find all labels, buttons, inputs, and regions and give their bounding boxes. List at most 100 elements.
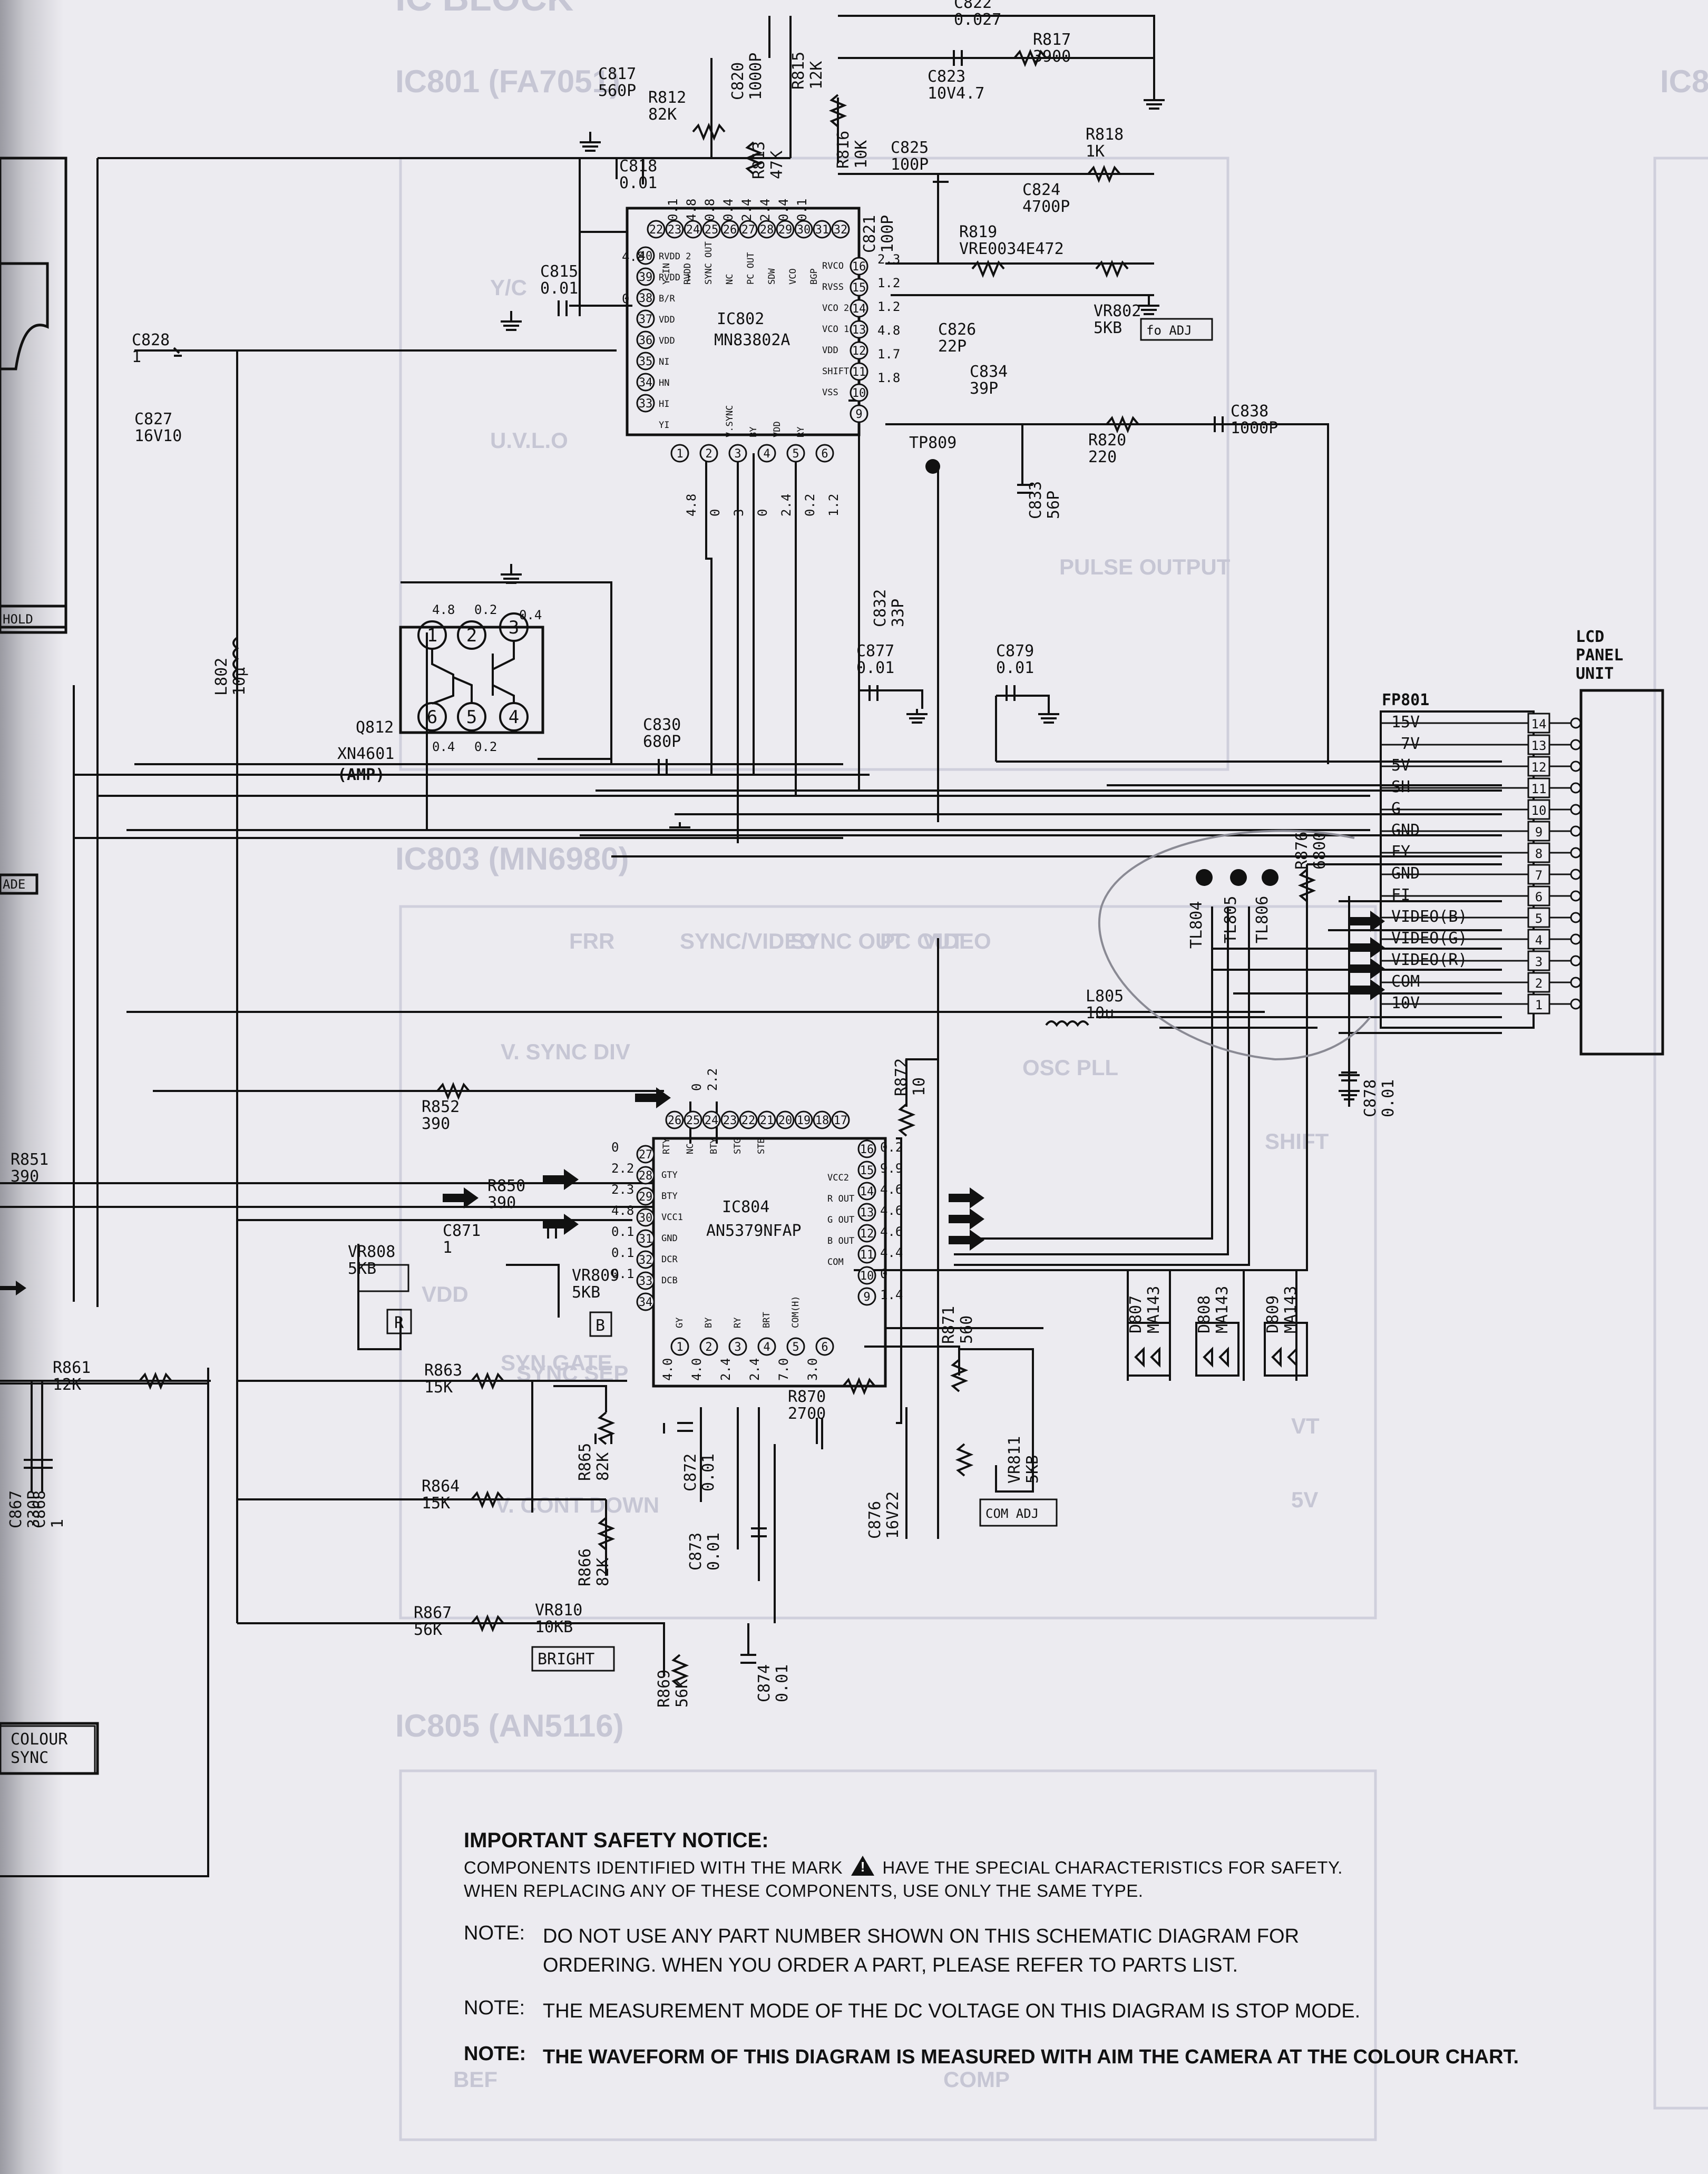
safety-line-1b: HAVE THE SPECIAL CHARACTERISTICS FOR SAF… — [882, 1858, 1343, 1877]
fp801-pin-num-5: 5 — [1535, 911, 1543, 926]
ic804-ref: IC804 — [722, 1198, 769, 1216]
ic804-pin-top-23 — [720, 1110, 739, 1129]
component-value-r864: 15K — [422, 1494, 450, 1513]
fp801-pin-num-7: 7 — [1535, 868, 1543, 883]
fp801-pin-terminal-11 — [1570, 782, 1582, 794]
ic802-bottom-name-1: BY — [748, 427, 759, 437]
ghost-block-16: VT — [1291, 1413, 1320, 1438]
component-value-r816: 10K — [852, 140, 871, 169]
ic804-pin-top-21-number: 21 — [760, 1114, 774, 1127]
lcd-label-3: UNIT — [1576, 665, 1614, 683]
ic804-pin-bottom-6 — [815, 1337, 834, 1356]
ic802-pin-top-22 — [647, 220, 666, 239]
ic804-bottom-name-4: COM(H) — [790, 1296, 801, 1328]
ic804-pin-top-19 — [794, 1110, 813, 1129]
tp809-label: TP809 — [909, 434, 957, 452]
ic804-pin-bottom-3 — [728, 1337, 747, 1356]
ic804-top-voltage-1: 2.2 — [705, 1068, 720, 1091]
fp801-pin-terminal-7 — [1570, 869, 1582, 880]
fp801-pin-num-8: 8 — [1535, 846, 1543, 861]
note-1-line-a: DO NOT USE ANY PART NUMBER SHOWN ON THIS… — [543, 1925, 1300, 1947]
ic804-left-name-0: GTY — [661, 1170, 678, 1181]
ghost-block-10: V. CONT DOWN — [495, 1493, 659, 1517]
ic802-left-voltage-1: 0 — [622, 291, 629, 306]
ic802-left-name-7: HI — [659, 399, 669, 410]
ic804-right-name-0: VCC2 — [827, 1173, 849, 1183]
ic802-right-name-2: VCO 2 — [822, 303, 849, 314]
ic802-pin-left-36-number: 36 — [639, 334, 653, 347]
fp801-pin-num-1: 1 — [1535, 998, 1543, 1012]
fp801-pin-number-box-1 — [1527, 993, 1550, 1015]
fp801-pin-name-5: VIDEO(B) — [1391, 908, 1468, 926]
q812-v2: 0.2 — [474, 602, 497, 617]
component-value-vr811: 5KB — [1023, 1455, 1042, 1484]
component-value-r819: VRE0034E472 — [959, 240, 1064, 258]
ghost-block-8: FRR — [569, 929, 614, 953]
component-ref-vr809: VR809 — [572, 1266, 619, 1285]
fp801-pin-num-9: 9 — [1535, 825, 1543, 840]
ic802-pin-top-29-number: 29 — [778, 223, 793, 237]
ic802-top-name-4: PC OUT — [746, 252, 756, 285]
ic804-pin-top-18-number: 18 — [815, 1114, 829, 1127]
ic804-pin-right-9-number: 9 — [863, 1291, 870, 1304]
ic804-pin-bottom-5-number: 5 — [792, 1341, 799, 1354]
ghost-ic801: IC801 (FA7051) — [395, 64, 620, 99]
ic804-right-voltage-7: 1.4 — [880, 1288, 903, 1302]
ic802-left-name-0: RVDD 2 — [659, 251, 691, 262]
fp801-pin-name-11: SH — [1391, 778, 1410, 796]
ic804-pin-right-13-number: 13 — [860, 1206, 874, 1220]
ic804-pin-top-23-number: 23 — [723, 1114, 737, 1127]
ic804-pin-top-17-number: 17 — [834, 1114, 848, 1127]
q812-pin-3: 3 — [509, 617, 519, 638]
component-value-c820: 1000P — [747, 53, 765, 100]
component-value-c823: 10V4.7 — [928, 84, 984, 103]
ic802-pin-left-38 — [636, 288, 655, 307]
fp801-pin-name-9: GND — [1391, 821, 1420, 840]
component-value-vr808: 5KB — [348, 1260, 376, 1278]
component-value-r870: 2700 — [788, 1405, 826, 1423]
q812-part: XN4601 — [337, 745, 394, 763]
component-value-r812: 82K — [648, 105, 677, 124]
component-ref-r812: R812 — [648, 89, 686, 107]
component-ref-r816: R816 — [834, 131, 853, 169]
ic802-pin-top-23-number: 23 — [668, 223, 682, 237]
fp801-pin-terminal-9 — [1570, 825, 1582, 837]
ic804-pin-right-11-number: 11 — [860, 1249, 874, 1262]
ic802-left-name-2: B/R — [659, 294, 675, 304]
ghost-block-15: VDD — [422, 1282, 469, 1307]
ic802-right-voltage-1: 1.2 — [877, 276, 900, 290]
ic802-top-voltage-3: 0.4 — [721, 199, 736, 221]
component-value-r865: 82K — [594, 1452, 612, 1481]
ic802-top-voltage-1: 4.8 — [684, 199, 699, 221]
component-value-r815: 12K — [807, 61, 826, 90]
ic802-pin-right-9 — [850, 404, 868, 423]
boxed-labels — [0, 318, 1213, 1775]
component-ref-vr808: VR808 — [348, 1243, 395, 1261]
ic804-bottom-voltage-5: 3.0 — [805, 1358, 820, 1381]
ic804-left-voltage-6: 0.1 — [611, 1266, 634, 1281]
component-value-c838: 1000P — [1231, 419, 1278, 437]
ic802-pin-left-40 — [636, 246, 655, 265]
safety-line-2: WHEN REPLACING ANY OF THESE COMPONENTS, … — [464, 1881, 1144, 1900]
ghost-block-6: V. SYNC DIV — [501, 1039, 630, 1064]
ic802-pin-top-29 — [776, 220, 795, 239]
q812-pin-4: 4 — [509, 707, 519, 728]
ic802-pin-top-23 — [665, 220, 684, 239]
